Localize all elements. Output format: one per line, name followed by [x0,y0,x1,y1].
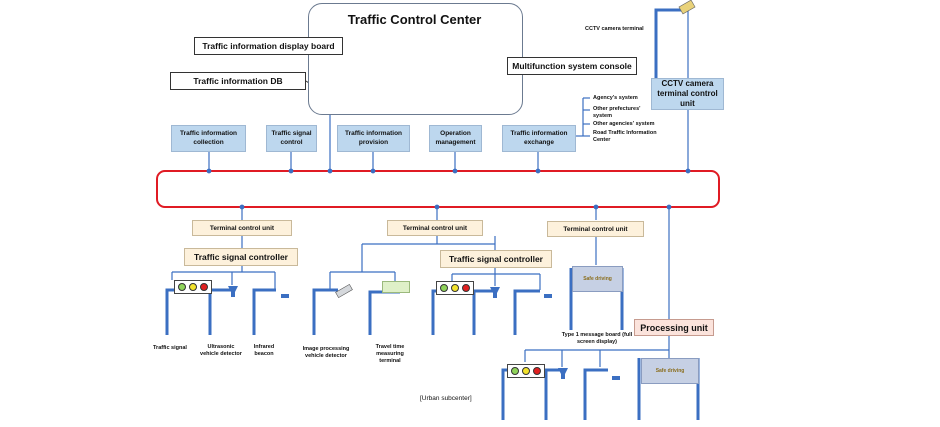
cctv-terminal-label: CCTV camera terminal [585,26,644,32]
display-board-callout: Traffic information display board [194,37,343,55]
center-title: Traffic Control Center [347,12,482,27]
label-traffic-signal: Traffic signal [153,345,187,351]
db-callout: Traffic information DB [170,72,306,90]
function-collection: Traffic information collection [171,125,246,152]
image-detector-camera-icon [330,283,354,304]
function-exchange: Traffic information exchange [502,125,576,152]
label-travel-time: Travel time measuring terminal [375,344,405,365]
external-other-agencies: Other agencies' system [593,121,655,127]
network-ring [156,170,720,208]
label-infrared: Infrared beacon [253,344,275,358]
console-callout: Multifunction system console [507,57,637,75]
traffic-control-center-box [308,3,523,115]
infrared-beacon-icon [544,294,552,298]
terminal-control-unit-left: Terminal control unit [192,220,292,236]
label-image-detector: Image processing vehicle detector [302,346,350,360]
ultrasonic-detector-icon [226,285,240,303]
urban-subcenter-label: [Urban subcenter] [420,395,472,402]
travel-time-terminal-icon [382,281,410,293]
traffic-signal-icon [507,364,545,378]
external-road-center: Road Traffic Information Center [593,130,657,143]
external-prefectures: Other prefectures' system [593,106,641,119]
traffic-signal-controller-left: Traffic signal controller [184,248,298,266]
traffic-signal-controller-middle: Traffic signal controller [440,250,552,268]
processing-unit: Processing unit [634,319,714,336]
cctv-control-unit: CCTV camera terminal control unit [651,78,724,110]
message-board-bottom: Safe driving [641,358,699,384]
cctv-camera-icon [678,0,696,15]
traffic-signal-icon [174,280,212,294]
external-agency: Agency's system [593,95,638,101]
function-operation: Operation management [429,125,482,152]
terminal-control-unit-middle: Terminal control unit [387,220,483,236]
function-signal-control: Traffic signal control [266,125,317,152]
label-ultrasonic: Ultrasonic vehicle detector [200,344,242,358]
terminal-control-unit-right: Terminal control unit [547,221,644,237]
function-provision: Traffic information provision [337,125,410,152]
infrared-beacon-icon [612,376,620,380]
infrared-beacon-icon [281,294,289,298]
ultrasonic-detector-icon [556,367,570,385]
message-board-top: Safe driving [572,266,623,292]
traffic-signal-icon [436,281,474,295]
label-message-board: Type 1 message board (full screen displa… [561,332,633,346]
ultrasonic-detector-icon [488,286,502,304]
